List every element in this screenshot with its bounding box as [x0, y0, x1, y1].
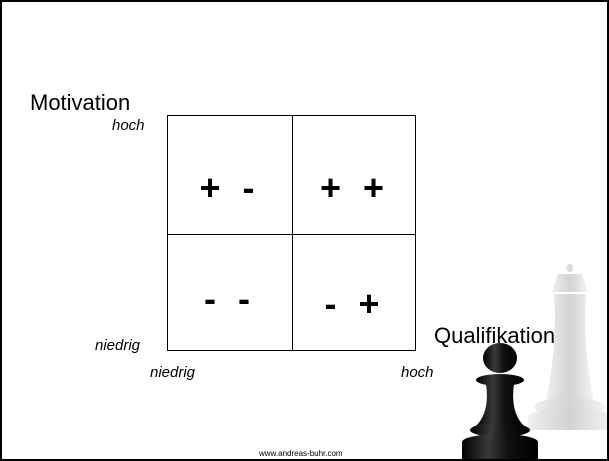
quadrant-top-left: + - — [199, 167, 261, 208]
black-pawn-icon — [462, 343, 538, 459]
quadrant-matrix: + - + + - - - + — [167, 115, 416, 351]
queen-shadow-icon — [528, 264, 607, 430]
x-axis-high-label: hoch — [401, 364, 434, 381]
quadrant-top-right: + + — [319, 167, 391, 208]
horizontal-divider — [168, 234, 415, 235]
footer-url: www.andreas-buhr.com — [259, 449, 343, 458]
y-axis-low-label: niedrig — [95, 337, 141, 354]
x-axis-title: Qualifikation — [434, 323, 556, 348]
quadrant-bottom-left: - - — [204, 278, 256, 319]
x-axis-low-label: niedrig — [150, 364, 196, 381]
y-axis-high-label: hoch — [112, 117, 145, 134]
vertical-divider — [292, 116, 293, 350]
y-axis-title: Motivation — [30, 90, 131, 115]
quadrant-bottom-right: - + — [324, 283, 386, 324]
